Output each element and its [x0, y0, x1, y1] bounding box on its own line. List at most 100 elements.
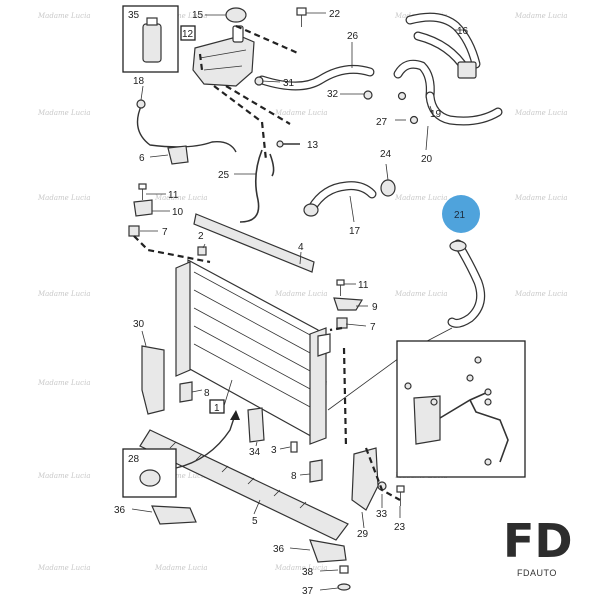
bracket-2 [197, 246, 207, 256]
tank-hose-line [213, 85, 268, 161]
label-34: 34 [249, 447, 261, 458]
label-33: 33 [376, 509, 388, 520]
hose-25 [239, 149, 275, 223]
watermark: Madame Lucia [394, 194, 448, 202]
bracket-34 [247, 407, 265, 443]
rubber-mount-7-left [128, 225, 140, 237]
label-11a: 11 [168, 190, 179, 201]
bracket-30 [141, 345, 165, 415]
label-6: 6 [139, 153, 145, 164]
label-7a: 7 [162, 227, 168, 238]
label-10: 10 [172, 207, 184, 218]
watermark: Madame Lucia [514, 194, 568, 202]
label-12: 12 [182, 29, 194, 40]
rubber-mount-7-right [336, 317, 348, 329]
bolt-3 [290, 441, 298, 453]
watermark: Madame Lucia [514, 290, 568, 298]
washer-37 [337, 583, 351, 591]
tank-bolt-22 [296, 7, 307, 27]
label-38: 38 [302, 567, 314, 578]
label-19: 19 [430, 109, 442, 120]
label-20: 20 [421, 154, 433, 165]
label-1: 1 [214, 403, 220, 414]
watermark: Madame Lucia [154, 472, 208, 480]
tank-hose-line [225, 85, 291, 125]
tank-mount-line [235, 24, 301, 56]
drain-plug-arrow [175, 411, 237, 469]
arrowhead [230, 410, 240, 420]
clamp-32 [363, 90, 373, 100]
panel-36-left [151, 505, 197, 525]
label-18: 18 [133, 76, 145, 87]
label-31: 31 [283, 78, 295, 89]
watermark: Madame Lucia [37, 290, 91, 298]
watermark: Madame Lucia [514, 109, 568, 117]
mount-line-right [329, 326, 343, 332]
watermark: Madame Lucia [37, 564, 91, 572]
label-7b: 7 [370, 322, 376, 333]
watermark: Madame Lucia [37, 472, 91, 480]
condenser-seal-4 [193, 213, 315, 273]
tank-mount-line [198, 53, 204, 71]
watermark: Madame Lucia [37, 12, 91, 20]
label-26: 26 [347, 31, 359, 42]
clamp-24 [380, 179, 396, 197]
cross-member-5 [139, 429, 349, 541]
coolant-bottle-box [122, 5, 179, 73]
cooler-box [396, 340, 526, 478]
leader-lines [131, 12, 466, 591]
drain-plug-box [122, 448, 177, 498]
bracket-10 [133, 199, 153, 217]
watermark: Madame Lucia [394, 290, 448, 298]
watermark: Madame Lucia [514, 12, 568, 20]
radiator-1 [175, 258, 331, 445]
bracket-9 [333, 297, 364, 311]
expansion-tank [192, 25, 255, 87]
label-11b: 11 [358, 280, 369, 291]
label-36b: 36 [273, 544, 285, 555]
label-8b: 8 [291, 471, 297, 482]
thermostat-housing [457, 61, 477, 79]
watermark-layer: Madame Lucia Madame Lucia Madame Lucia M… [37, 12, 568, 572]
watermark: Madame Lucia [274, 564, 328, 572]
watermark: Madame Lucia [154, 12, 208, 20]
bracket-line [364, 447, 401, 501]
label-25: 25 [218, 170, 230, 181]
label-37: 37 [302, 586, 314, 597]
level-sensor-cable [136, 103, 237, 153]
label-4: 4 [298, 242, 304, 253]
label-27: 27 [376, 117, 388, 128]
label-13: 13 [307, 140, 319, 151]
label-9: 9 [372, 302, 378, 313]
watermark: Madame Lucia [37, 109, 91, 117]
watermark: Madame Lucia [37, 194, 91, 202]
clamp-27 [397, 91, 419, 125]
bolt-38 [339, 565, 349, 574]
clamp-31 [254, 76, 264, 86]
radiator-leader [223, 379, 233, 407]
mount-8-lower [309, 459, 323, 483]
logo-mark: FD [503, 514, 573, 568]
label-15: 15 [192, 10, 204, 21]
logo-name: FDAUTO [517, 568, 557, 578]
label-22: 22 [329, 9, 341, 20]
hose-20 [425, 91, 503, 126]
bracket-29 [351, 447, 379, 511]
mount-line-left [133, 235, 211, 264]
sensor-connector [136, 99, 146, 109]
label-32: 32 [327, 89, 339, 100]
watermark: Madame Lucia [37, 379, 91, 387]
bolt-11-left [138, 183, 147, 200]
tank-cap [225, 7, 247, 23]
label-8a: 8 [204, 388, 210, 399]
mount-8-upper [179, 381, 193, 403]
hose-21 [447, 239, 486, 328]
label-16: 16 [457, 26, 469, 37]
bolt-11-right [336, 279, 345, 296]
label-17: 17 [349, 226, 361, 237]
radiator-label-box [209, 399, 225, 414]
label-5: 5 [252, 516, 258, 527]
label-36a: 36 [114, 505, 126, 516]
hose-26 [257, 64, 375, 91]
watermark: Madame Lucia [274, 109, 328, 117]
